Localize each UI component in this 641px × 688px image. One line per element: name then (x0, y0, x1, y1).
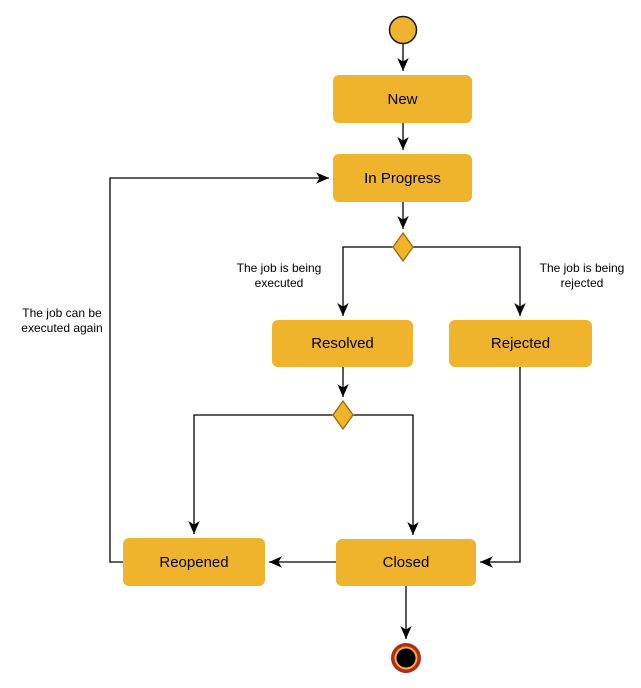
final-node[interactable] (391, 643, 421, 673)
edge-reopened-to-inprogress (109, 172, 329, 563)
state-closed-label: Closed (382, 554, 430, 571)
state-resolved[interactable]: Resolved (272, 320, 413, 367)
state-new[interactable]: New (333, 75, 472, 123)
edge-rejected-to-closed (480, 367, 521, 568)
state-resolved-label: Resolved (311, 335, 374, 352)
edge-decision1-to-resolved (337, 246, 393, 316)
state-closed[interactable]: Closed (336, 539, 476, 586)
edge-decision1-to-rejected (413, 246, 526, 316)
initial-node[interactable] (388, 15, 418, 45)
state-reopened[interactable]: Reopened (123, 538, 265, 586)
state-reopened-label: Reopened (159, 553, 229, 571)
edge-decision2-to-reopened (188, 414, 333, 534)
final-node-core (396, 648, 416, 668)
edge-label-executed-again: The job can be executed again (21, 306, 103, 335)
edge-label-being-executed: The job is being executed (236, 261, 322, 290)
state-rejected[interactable]: Rejected (449, 320, 592, 367)
decision-node-1[interactable] (392, 231, 414, 263)
edge-label-being-rejected: The job is being rejected (539, 261, 625, 290)
state-in-progress[interactable]: In Progress (333, 154, 472, 202)
state-new-label: New (387, 90, 418, 108)
decision-node-2[interactable] (332, 399, 354, 431)
state-in-progress-label: In Progress (364, 169, 441, 187)
state-rejected-label: Rejected (490, 335, 551, 352)
edges-group (109, 44, 526, 639)
edge-decision2-to-closed (353, 414, 419, 535)
